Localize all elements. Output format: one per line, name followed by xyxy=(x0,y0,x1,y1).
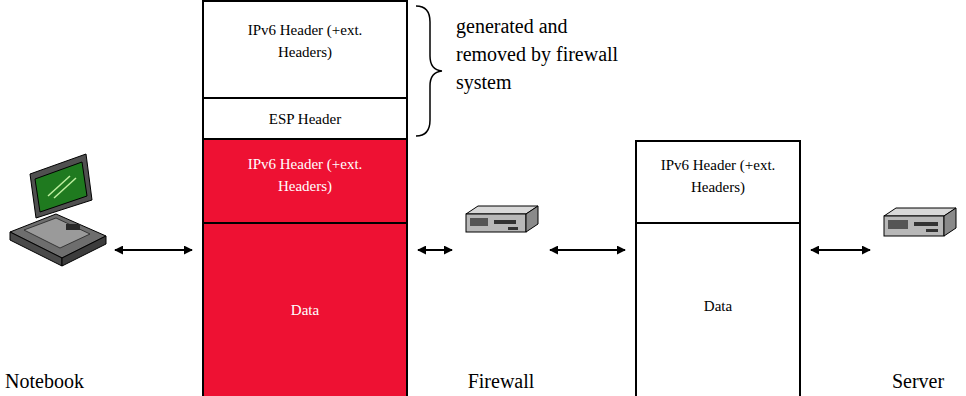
packet-field-text: IPv6 Header (+ext. Headers) xyxy=(240,153,370,197)
flow-arrow xyxy=(418,249,452,251)
annotation-text: generated and removed by firewall system xyxy=(456,12,641,96)
flow-arrow xyxy=(115,249,192,251)
header-box: IPv6 Header (+ext. Headers) xyxy=(635,140,801,224)
header-box: IPv6 Header (+ext. Headers) xyxy=(202,138,408,224)
data-box: Data xyxy=(202,222,408,396)
device-node: Server xyxy=(880,190,956,396)
data-box: Data xyxy=(635,222,801,396)
packet-field-text: IPv6 Header (+ext. Headers) xyxy=(240,19,370,63)
packet-field-text: Data xyxy=(704,295,732,317)
packet-field-text: IPv6 Header (+ext. Headers) xyxy=(653,154,783,198)
packet-field-text: ESP Header xyxy=(269,108,341,130)
device-label: Firewall xyxy=(468,369,535,396)
esp-header-box: ESP Header xyxy=(202,97,408,140)
firewall-icon xyxy=(466,206,538,232)
device-node: Firewall xyxy=(462,190,540,396)
header-box: IPv6 Header (+ext. Headers) xyxy=(202,0,408,99)
device-label: Notebook xyxy=(5,369,84,396)
device-label: Server xyxy=(892,369,944,396)
device-node: Notebook xyxy=(5,150,105,396)
server-icon xyxy=(884,208,956,236)
packet-field-text: Data xyxy=(291,299,319,321)
flow-arrow xyxy=(811,249,870,251)
flow-arrow xyxy=(550,249,625,251)
brace xyxy=(416,6,442,136)
notebook-icon xyxy=(10,154,106,266)
